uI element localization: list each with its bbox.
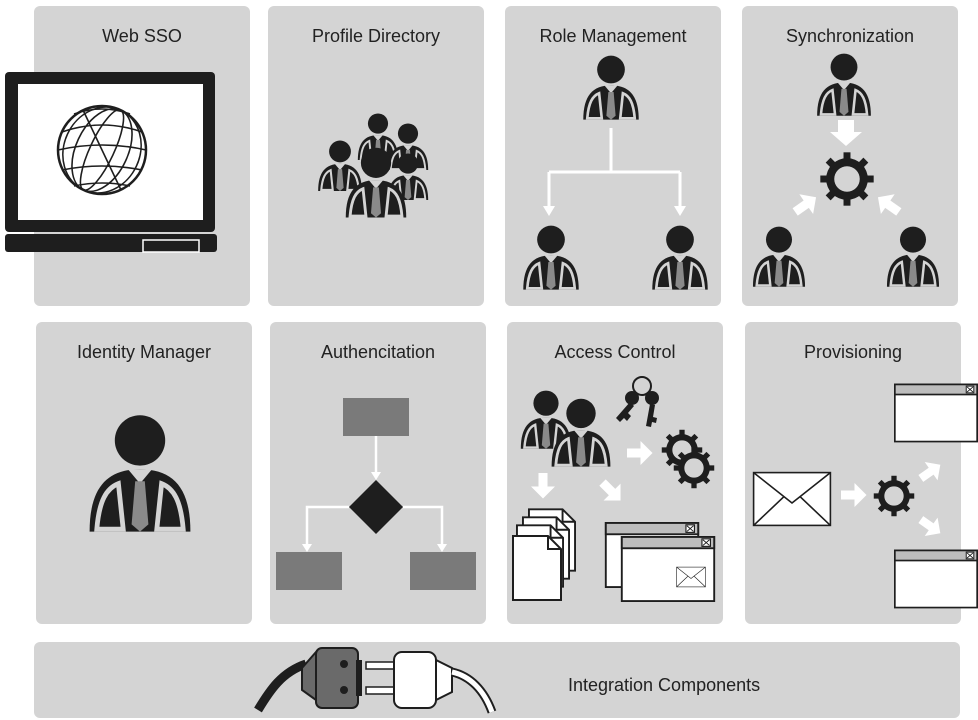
keys-icon [616,376,659,427]
integration-bar [34,642,960,718]
tile-title-access-control: Access Control [554,342,676,362]
tile-title-identity-manager: Identity Manager [76,342,212,362]
identity-person-icon [90,415,191,531]
people-group-icon [316,112,430,220]
integration-label: Integration Components [568,675,761,695]
auth-flowchart [276,398,476,590]
tile-title-synchronization: Synchronization [785,26,915,46]
plug-icon [254,647,362,713]
documents-icon [512,508,576,602]
tile-title-web-sso: Web SSO [102,26,182,46]
mail-windows-icon [604,522,716,602]
sync-icon [751,52,941,289]
provisioning-icon [752,383,978,609]
role-hierarchy-icon [521,54,710,292]
access-control-icon [512,376,716,602]
gears-icon [661,429,715,489]
globe-icon [56,104,148,196]
tile-title-role-management: Role Management [539,26,687,46]
tile-title-authentication: Authencitation [320,342,436,362]
socket-plug-icon [365,651,497,714]
tile-title-profile-directory: Profile Directory [311,26,441,46]
tile-title-provisioning: Provisioning [803,342,903,362]
